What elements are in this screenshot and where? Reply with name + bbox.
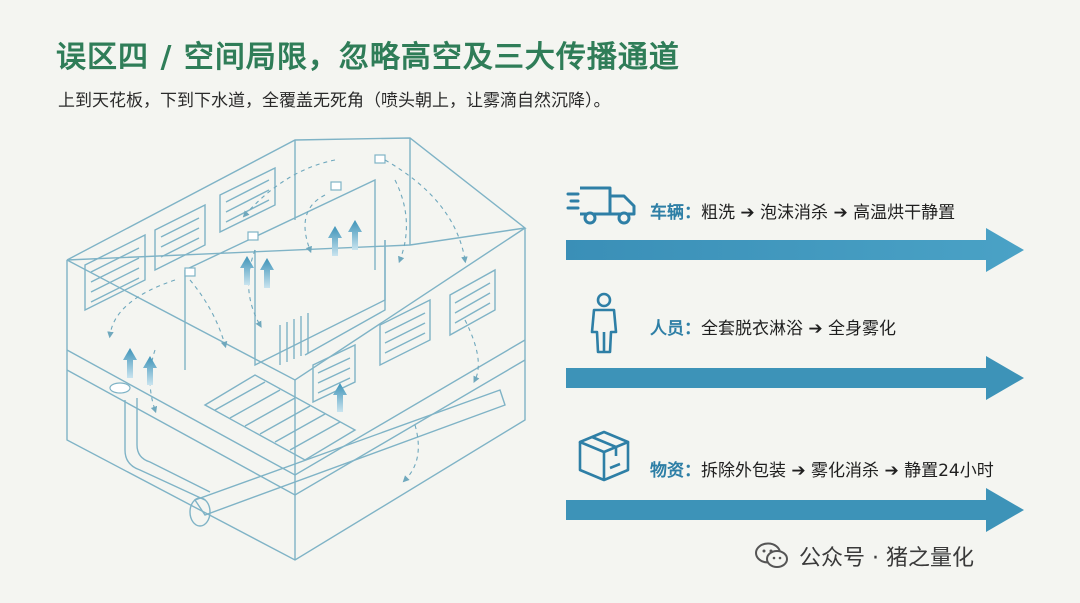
watermark: 公众号 · 猪之量化: [755, 540, 974, 572]
arrow-supplies: [566, 488, 1024, 532]
wechat-icon: [755, 542, 788, 568]
channel-vehicle-label: 车辆：粗洗 ➔ 泡沫消杀 ➔ 高温烘干静置: [650, 203, 956, 223]
arrow-personnel: [566, 356, 1024, 400]
truck-icon: [566, 186, 636, 225]
channel-personnel: 人员：全套脱衣淋浴 ➔ 全身雾化: [566, 292, 1026, 416]
person-icon: [590, 292, 618, 354]
building-illustration: [66, 137, 527, 561]
page-title: 误区四 / 空间局限，忽略高空及三大传播通道: [56, 40, 680, 75]
watermark-text: 公众号 · 猪之量化: [799, 546, 974, 571]
arrow-vehicle: [566, 228, 1024, 272]
channel-personnel-label: 人员：全套脱衣淋浴 ➔ 全身雾化: [650, 319, 897, 339]
channel-supplies: 物资：拆除外包装 ➔ 雾化消杀 ➔ 静置24小时: [566, 430, 1026, 552]
page-subtitle: 上到天花板，下到下水道，全覆盖无死角（喷头朝上，让雾滴自然沉降）。: [58, 91, 611, 111]
box-icon: [578, 430, 630, 482]
channel-vehicle: 车辆：粗洗 ➔ 泡沫消杀 ➔ 高温烘干静置: [566, 180, 1026, 300]
channel-supplies-label: 物资：拆除外包装 ➔ 雾化消杀 ➔ 静置24小时: [650, 461, 994, 481]
